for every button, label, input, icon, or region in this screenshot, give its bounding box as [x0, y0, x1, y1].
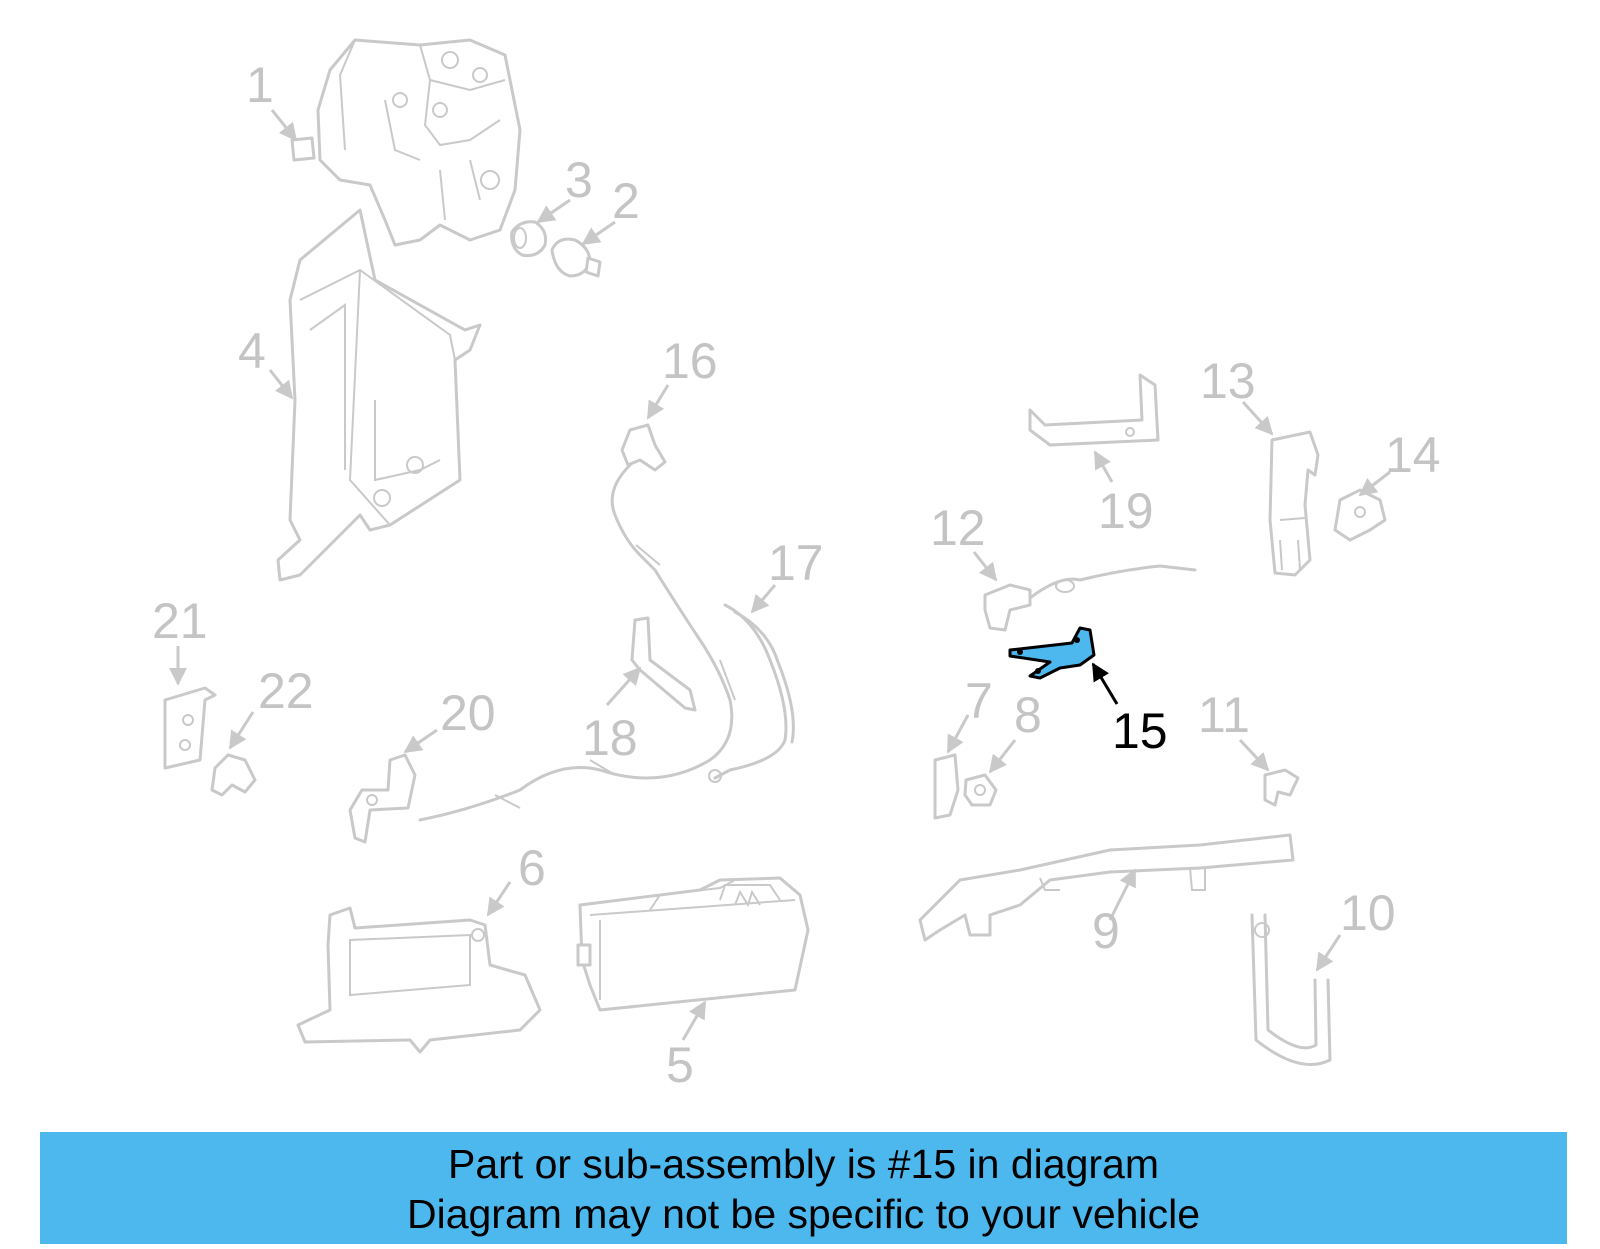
part-8-nut[interactable]: [963, 773, 998, 807]
callout-11: 11: [1198, 687, 1250, 743]
callout-7: 7: [965, 673, 993, 729]
part-9-rail[interactable]: [918, 833, 1295, 942]
part-12-speed-sensor[interactable]: [983, 564, 1197, 632]
part-15-bracket-highlighted[interactable]: [1008, 626, 1096, 680]
banner-line-1: Part or sub-assembly is #15 in diagram: [448, 1141, 1159, 1187]
callout-21: 21: [152, 593, 208, 649]
part-16-sensor-cable[interactable]: [418, 423, 736, 822]
part-19-bracket[interactable]: [1028, 373, 1160, 447]
callout-6: 6: [518, 840, 546, 896]
callout-15: 15: [1112, 703, 1168, 759]
part-3-grommet[interactable]: [510, 220, 547, 257]
callout-20: 20: [440, 685, 496, 741]
part-6-tray-bracket[interactable]: [296, 906, 542, 1054]
callout-3: 3: [565, 152, 593, 208]
part-22-clip[interactable]: [210, 753, 257, 797]
callout-9: 9: [1092, 903, 1120, 959]
part-13-bracket[interactable]: [1268, 430, 1320, 577]
part-17-cable-guide[interactable]: [708, 603, 795, 783]
parts-diagram: 1 3 2 4 16 17 18: [152, 38, 1441, 1093]
part-18-clip-bracket[interactable]: [630, 616, 697, 712]
part-14-clip[interactable]: [1333, 488, 1387, 542]
callout-4: 4: [238, 323, 266, 379]
callout-19: 19: [1098, 483, 1154, 539]
callout-16: 16: [662, 333, 718, 389]
part-21-bracket[interactable]: [163, 686, 217, 770]
part-5-control-module[interactable]: [576, 876, 810, 1012]
part-1-abs-module[interactable]: [290, 38, 522, 247]
info-banner: Part or sub-assembly is #15 in diagram D…: [40, 1132, 1567, 1244]
callout-2: 2: [612, 173, 640, 229]
callout-13: 13: [1200, 353, 1256, 409]
callout-14: 14: [1385, 427, 1441, 483]
part-20-bracket[interactable]: [348, 753, 417, 844]
callout-5: 5: [666, 1037, 694, 1093]
part-7-plug[interactable]: [933, 753, 960, 820]
callout-8: 8: [1014, 687, 1042, 743]
callout-22: 22: [258, 663, 314, 719]
callout-1: 1: [246, 57, 274, 113]
callout-18: 18: [582, 710, 638, 766]
part-10-u-bracket[interactable]: [1250, 913, 1332, 1066]
part-4-mounting-bracket[interactable]: [276, 208, 482, 582]
callout-17: 17: [768, 535, 824, 591]
banner-line-2: Diagram may not be specific to your vehi…: [406, 1191, 1200, 1237]
part-2-grommet[interactable]: [550, 237, 602, 278]
part-11-clip[interactable]: [1263, 768, 1300, 807]
callout-12: 12: [930, 500, 986, 556]
callout-10: 10: [1340, 885, 1396, 941]
